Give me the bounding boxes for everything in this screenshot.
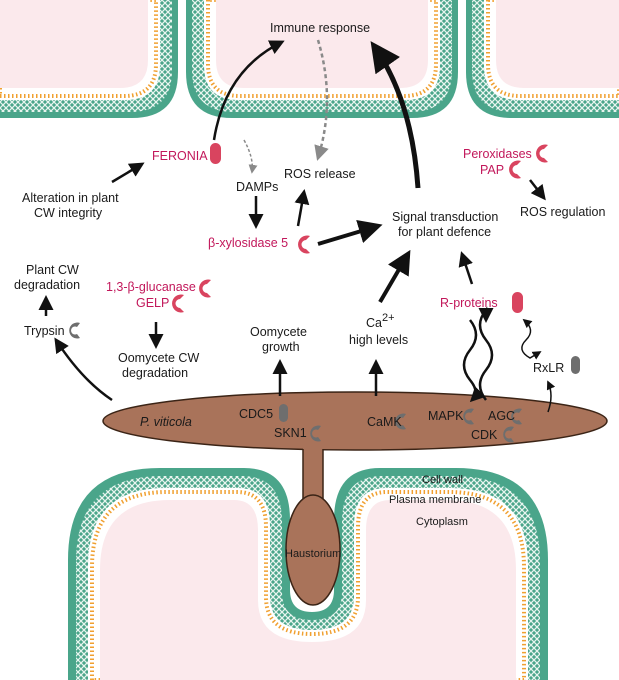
glucanase-label: 1,3-β-glucanase	[106, 280, 196, 294]
gelp-protein-icon	[172, 294, 184, 313]
trypsin-label: Trypsin	[24, 324, 65, 338]
pathogen-name-label: P. viticola	[140, 415, 192, 429]
arrow-rxlr-wavy	[521, 318, 542, 360]
top-middle-cell	[186, 0, 458, 118]
cdk-protein-icon	[503, 426, 514, 443]
oomycete-cw-degradation-line1: Oomycete CW	[118, 351, 199, 365]
xylosidase-label: β-xylosidase 5	[208, 236, 288, 250]
camk-protein-icon	[395, 413, 406, 430]
arrow-feronia-to-immune	[212, 40, 285, 141]
camk-label: CaMK	[367, 415, 402, 429]
cytoplasm-label: Cytoplasm	[416, 516, 468, 528]
mapk-label: MAPK	[428, 409, 464, 423]
haustorium	[285, 494, 341, 606]
arrow-rproteins-to-signal	[458, 251, 474, 285]
arrow-peroxidases-to-ros	[529, 179, 546, 201]
arrow-immune-to-ros-release	[314, 39, 329, 161]
feronia-protein-icon	[210, 143, 221, 164]
r-proteins-protein-icon	[512, 292, 523, 313]
calcium-label: Ca2+	[366, 312, 395, 330]
signal-transduction-line1: Signal transduction	[392, 210, 498, 224]
arrow-pathogen-to-rxlr	[546, 380, 556, 413]
oomycete-growth-line1: Oomycete	[250, 325, 307, 339]
agc-label: AGC	[488, 409, 515, 423]
agc-protein-icon	[511, 408, 522, 425]
skn1-protein-icon	[310, 425, 321, 442]
glucanase-protein-icon	[199, 279, 211, 298]
pap-label: PAP	[480, 163, 504, 177]
signal-transduction-line2: for plant defence	[398, 225, 491, 239]
feronia-label: FERONIA	[152, 149, 208, 163]
plasma-membrane-label: Plasma membrane	[389, 494, 481, 506]
plant-cw-degradation-line2: degradation	[14, 278, 80, 292]
peroxidases-protein-icon	[536, 144, 548, 163]
cdc5-label: CDC5	[239, 407, 273, 421]
oomycete-growth-line2: growth	[262, 340, 300, 354]
bottom-host-cell	[68, 468, 548, 680]
arrow-xylosidase-to-ros	[294, 189, 310, 227]
cell-wall-label: Cell wall	[422, 474, 463, 486]
top-left-cell	[0, 0, 178, 118]
rxlr-label: RxLR	[533, 361, 564, 375]
cdk-label: CDK	[471, 428, 498, 442]
text-labels: Immune response FERONIA Alteration in pl…	[14, 21, 606, 560]
pathogen-proteins	[69, 322, 580, 443]
haustorium-label: Haustorium	[285, 548, 341, 560]
pathogen-hypha	[102, 391, 608, 606]
arrow-ca-to-signal	[378, 249, 411, 304]
rxlr-protein-icon	[571, 356, 580, 374]
top-right-cell	[466, 0, 619, 118]
pap-protein-icon	[509, 160, 521, 179]
arrow-wavy-rproteins-mapk-down	[462, 319, 486, 403]
plant-cw-degradation-line1: Plant CW	[26, 263, 79, 277]
arrows	[38, 39, 556, 413]
arrow-signal-to-immune	[370, 41, 421, 189]
xylosidase-protein-icon	[298, 235, 310, 254]
trypsin-protein-icon	[69, 322, 80, 339]
immune-response-label: Immune response	[270, 21, 370, 35]
arrow-pathogen-to-trypsin	[54, 337, 113, 402]
oomycete-cw-degradation-line2: degradation	[122, 366, 188, 380]
mapk-protein-icon	[463, 408, 474, 425]
alteration-label-line1: Alteration in plant	[22, 191, 119, 205]
ros-regulation-label: ROS regulation	[520, 205, 606, 219]
gelp-label: GELP	[136, 296, 169, 310]
r-proteins-label: R-proteins	[440, 296, 498, 310]
arrow-wavy-mapk-rproteins-up	[478, 306, 494, 401]
arrow-xylosidase-to-signal	[317, 220, 383, 246]
arrow-to-damps	[243, 139, 258, 174]
skn1-label: SKN1	[274, 426, 307, 440]
damps-label: DAMPs	[236, 180, 278, 194]
ros-release-label: ROS release	[284, 167, 356, 181]
calcium-high-levels-label: high levels	[349, 333, 408, 347]
arrow-alteration-to-feronia	[111, 162, 145, 184]
alteration-label-line2: CW integrity	[34, 206, 103, 220]
peroxidases-label: Peroxidases	[463, 147, 532, 161]
cdc5-protein-icon	[279, 404, 288, 422]
host-proteins	[172, 143, 548, 313]
